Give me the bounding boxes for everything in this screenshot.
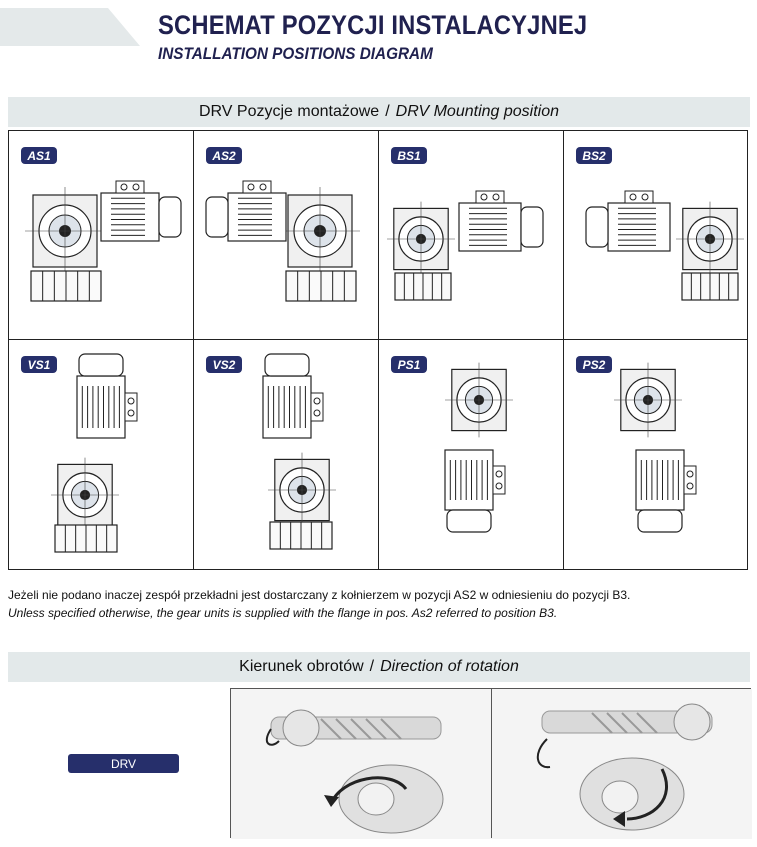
rotation-image-1 — [230, 688, 493, 839]
page-title: SCHEMAT POZYCJI INSTALACYJNEJ — [158, 10, 588, 40]
page-subtitle: INSTALLATION POSITIONS DIAGRAM — [158, 44, 433, 63]
mounting-heading-separator: / — [385, 103, 390, 120]
position-cell-ps2: PS2 — [564, 340, 748, 570]
note-english: Unless specified otherwise, the gear uni… — [8, 606, 558, 620]
position-cell-bs2: BS2 — [564, 130, 748, 340]
position-cell-as1: AS1 — [8, 130, 194, 340]
rotation-heading-separator: / — [369, 658, 375, 675]
mounting-heading-en: DRV Mounting position — [395, 103, 560, 120]
rotation-arrow-icon — [265, 728, 280, 746]
position-label: PS2 — [576, 356, 612, 373]
rotation-arrow-icon — [329, 776, 408, 805]
position-label: VS1 — [21, 356, 57, 373]
position-cell-ps1: PS1 — [379, 340, 564, 570]
rotation-heading-band: Kierunek obrotów / Direction of rotation — [8, 652, 750, 682]
worm-gear-illustration-2 — [492, 689, 752, 839]
gear-motor-drawing — [444, 362, 513, 533]
mounting-heading-band: DRV Pozycje montażowe / DRV Mounting pos… — [8, 97, 750, 127]
gear-motor-drawing — [614, 362, 697, 533]
position-cell-vs1: VS1 — [8, 340, 194, 570]
rotation-heading-en: Direction of rotation — [380, 658, 519, 675]
position-cell-bs1: BS1 — [379, 130, 564, 340]
gear-motor-drawing — [262, 353, 336, 550]
gear-motor-drawing — [205, 180, 360, 302]
rotation-image-2 — [491, 688, 752, 839]
position-label: BS2 — [576, 147, 612, 164]
position-label: VS2 — [206, 356, 242, 373]
corner-decoration — [0, 8, 140, 46]
rotation-arrow-icon — [536, 738, 551, 769]
worm-gear-illustration-1 — [231, 689, 493, 839]
gear-motor-drawing — [585, 190, 744, 301]
gear-motor-drawing — [387, 190, 544, 301]
position-label: BS1 — [391, 147, 427, 164]
position-cell-vs2: VS2 — [194, 340, 379, 570]
position-label: AS1 — [21, 147, 57, 164]
drv-badge: DRV — [68, 754, 179, 773]
rotation-arrow-icon — [626, 768, 669, 821]
position-cell-as2: AS2 — [194, 130, 379, 340]
mounting-heading-pl: DRV Pozycje montażowe — [198, 103, 380, 120]
gear-motor-drawing — [25, 180, 182, 302]
position-label: AS2 — [206, 147, 242, 164]
gear-motor-drawing — [51, 353, 138, 553]
note-polish: Jeżeli nie podano inaczej zespół przekła… — [8, 588, 631, 602]
rotation-heading-pl: Kierunek obrotów — [239, 658, 364, 675]
position-label: PS1 — [391, 356, 427, 373]
